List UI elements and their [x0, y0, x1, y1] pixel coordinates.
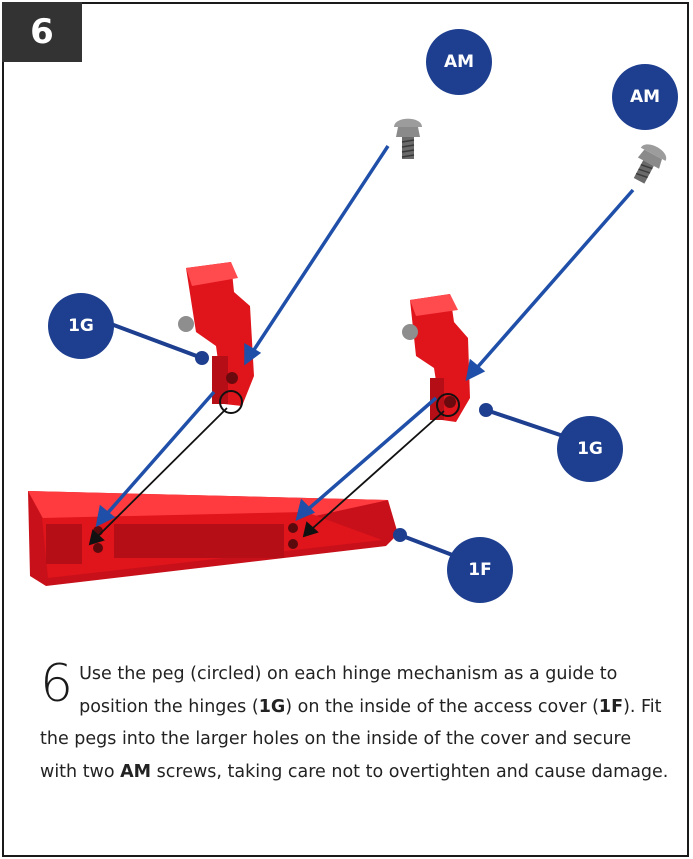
instruction-part-2: ) on the inside of the access cover ( [285, 696, 599, 717]
hinge-left-part [178, 262, 254, 406]
instruction-dropcap: 6 [40, 654, 74, 714]
hinge-right-part [402, 294, 470, 422]
instruction-part-4: screws, taking care not to overtighten a… [151, 761, 669, 782]
instruction-ref-1g: 1G [258, 696, 286, 717]
access-cover-part [28, 491, 398, 586]
label-1f: 1F [447, 537, 513, 603]
leader-dot-1f [393, 528, 407, 542]
peg-arrow-right [303, 410, 445, 537]
step-number-badge: 6 [2, 2, 82, 62]
hinge-arrow-right [296, 396, 438, 520]
label-am-left: AM [426, 29, 492, 95]
screw-arrow-right [466, 188, 635, 380]
leader-dot-1g-right [479, 403, 493, 417]
leader-dot-1g-left [195, 351, 209, 365]
peg-circle-left [219, 390, 243, 414]
peg-circle-right [436, 393, 460, 417]
instruction-text: 6 Use the peg (circled) on each hinge me… [40, 658, 670, 788]
instruction-ref-am: AM [120, 761, 152, 782]
peg-arrow-left [89, 407, 228, 545]
label-1g-right: 1G [557, 416, 623, 482]
label-1g-left: 1G [48, 293, 114, 359]
hinge-arrow-left [96, 390, 216, 526]
instruction-ref-1f: 1F [598, 696, 624, 717]
screw-left-icon [394, 118, 422, 159]
assembly-illustration [28, 118, 667, 586]
instruction-part-1: Use the peg (circled) on each hinge mech… [79, 664, 618, 717]
screw-right-icon [633, 144, 667, 184]
instruction-part-3: ). Fit the pegs into the larger holes on… [40, 696, 662, 782]
screw-arrow-left [244, 145, 390, 363]
label-am-right: AM [612, 64, 678, 130]
